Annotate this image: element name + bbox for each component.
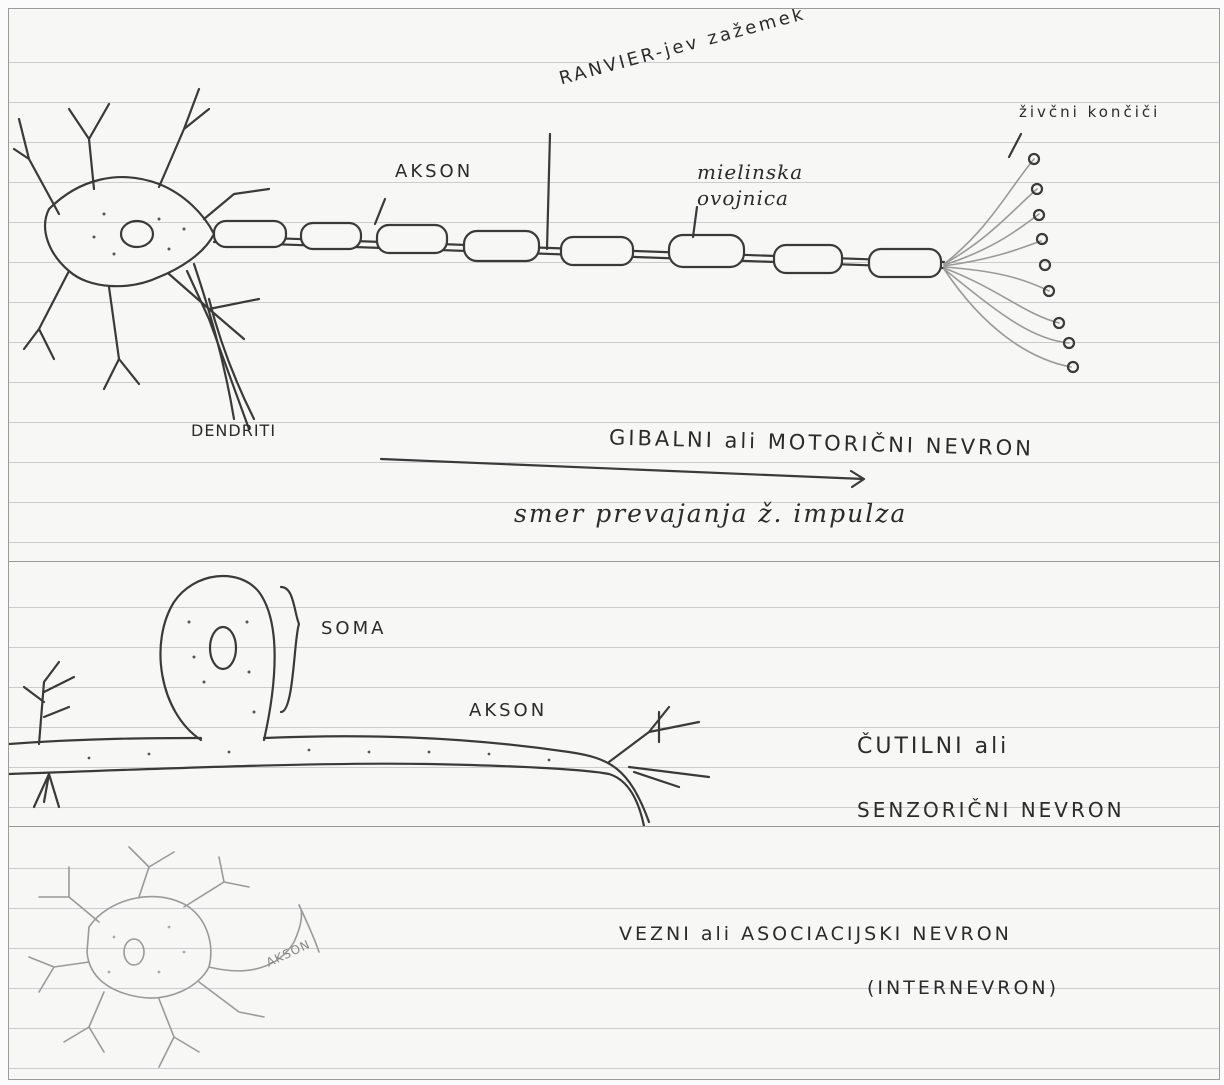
sensory-title-line2: SENZORIČNI NEVRON bbox=[857, 798, 1125, 822]
dendrites bbox=[14, 89, 269, 429]
dendrites bbox=[29, 847, 264, 1067]
soma-dots bbox=[93, 213, 186, 256]
soma-outline bbox=[160, 576, 274, 740]
sensory-title-line1: ČUTILNI ali bbox=[857, 734, 1009, 759]
direction-arrow bbox=[381, 459, 864, 487]
dendrites-bottom bbox=[34, 774, 59, 807]
myelin-sheath-label: mielinska ovojnica bbox=[697, 159, 847, 211]
terminals-label: živčni končiči bbox=[1019, 101, 1199, 123]
interneuron-title-line2: (INTERNEVRON) bbox=[867, 977, 1059, 999]
soma-dots bbox=[108, 926, 186, 974]
myelin-pointer bbox=[693, 207, 697, 237]
akson-pointer bbox=[375, 199, 385, 224]
interneuron-title-line1: VEZNI ali ASOCIACIJSKI NEVRON bbox=[619, 923, 1012, 945]
axon-dots bbox=[88, 749, 551, 762]
direction-label: smer prevajanja ž. impulza bbox=[514, 499, 907, 528]
interneuron-panel: AKSON VEZNI ali ASOCIACIJSKI NEVRON (INT… bbox=[8, 826, 1220, 1080]
motor-neuron-drawing bbox=[9, 9, 1219, 561]
terminals-pointer bbox=[1009, 134, 1021, 157]
interneuron-drawing bbox=[9, 827, 1219, 1079]
soma-outline bbox=[87, 897, 211, 998]
soma-label: SOMA bbox=[321, 618, 386, 639]
myelin-sheath-segments bbox=[214, 221, 941, 277]
akson-label: AKSON bbox=[469, 700, 547, 721]
sensory-neuron-drawing bbox=[9, 562, 1219, 826]
nucleus bbox=[210, 627, 236, 669]
axon-lower bbox=[9, 764, 644, 826]
motor-neuron-panel: RANVIER-jev zažemek AKSON mielinska ovoj… bbox=[8, 8, 1220, 562]
dendrites-label: DENDRITI bbox=[191, 421, 276, 440]
soma-outline bbox=[45, 177, 214, 286]
sensory-neuron-panel: SOMA AKSON ČUTILNI ali SENZORIČNI NEVRON bbox=[8, 561, 1220, 827]
akson-label: AKSON bbox=[395, 161, 473, 182]
soma-dots bbox=[188, 621, 256, 714]
axon-upper bbox=[9, 736, 649, 822]
nucleus bbox=[121, 221, 153, 247]
ranvier-pointer bbox=[547, 134, 550, 249]
soma-bracket bbox=[281, 587, 299, 712]
nucleus bbox=[124, 939, 144, 965]
dendrites-left bbox=[24, 662, 74, 744]
axon-terminals bbox=[944, 154, 1078, 372]
